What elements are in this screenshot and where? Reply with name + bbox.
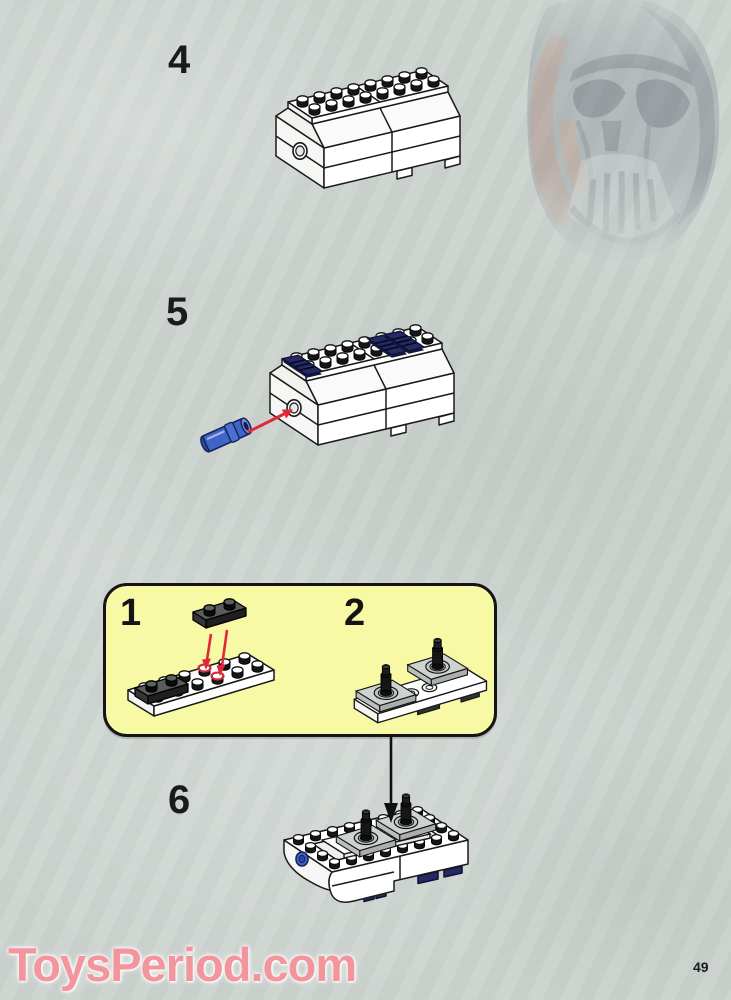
- watermark-text: ToysPeriod.com: [8, 938, 357, 991]
- substep-1-plate-illustration: [127, 598, 275, 717]
- dark-plate-on-base: [134, 674, 189, 705]
- step-6-number: 6: [168, 778, 191, 822]
- darth-vader-background-image: [527, 0, 720, 262]
- dark-plate-floating: [192, 598, 247, 629]
- placement-arrows-red-icon: [197, 629, 229, 681]
- step-4-battery-box-illustration: [262, 50, 477, 200]
- technic-pin-blue-icon: [200, 417, 252, 453]
- step-5-assembly-illustration: [200, 293, 486, 453]
- step-5-number: 5: [166, 290, 189, 334]
- step-6-assembly-illustration: [283, 792, 469, 903]
- technic-pin-inserted-icon: [295, 851, 309, 867]
- substep-1-number: 1: [120, 592, 142, 634]
- insert-arrow-red-icon: [247, 409, 293, 434]
- page-number: 49: [693, 959, 709, 975]
- substep-2-number: 2: [344, 592, 366, 634]
- substep-2-turntable-illustration: [353, 637, 488, 724]
- inserted-turntable-assembly: [320, 792, 437, 859]
- down-arrow-icon: [384, 735, 398, 823]
- callout-box: 1 2: [103, 583, 497, 737]
- step-4-number: 4: [168, 38, 191, 82]
